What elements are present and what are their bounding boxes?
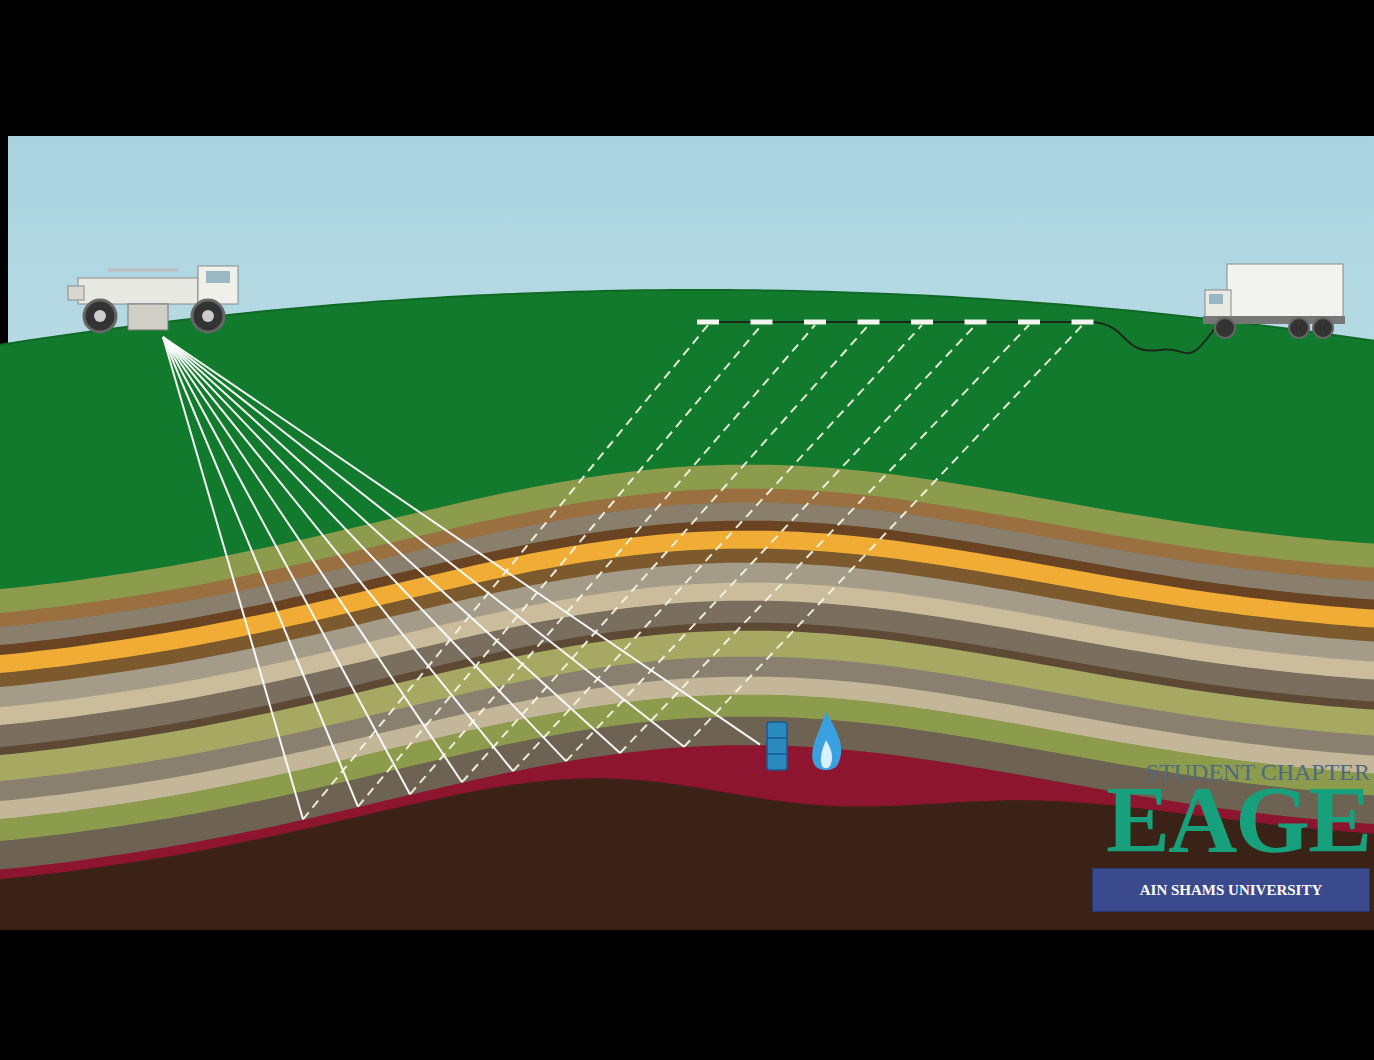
geophone: [911, 320, 933, 325]
reflected-ray: [303, 325, 708, 819]
geophone: [751, 320, 773, 325]
geophone: [1072, 320, 1094, 325]
geophone: [804, 320, 826, 325]
watermark-logo: EAGE: [1106, 772, 1370, 868]
geophone: [965, 320, 987, 325]
earth-surface: [0, 290, 1374, 930]
reflected-ray: [462, 325, 869, 782]
banner-text: AIN SHAMS UNIVERSITY: [1140, 882, 1323, 899]
hydrocarbon-icons: [767, 712, 841, 770]
geophone: [1018, 320, 1040, 325]
geophone-spread: [697, 320, 1215, 354]
incident-ray: [163, 337, 760, 745]
geophone: [858, 320, 880, 325]
rock-layer: [0, 717, 1374, 870]
ground-layers: [0, 290, 1374, 930]
geophone: [697, 320, 719, 325]
incident-ray: [163, 337, 358, 807]
incident-ray: [163, 337, 566, 761]
logo-banner: AIN SHAMS UNIVERSITY: [1092, 868, 1370, 912]
vibroseis-truck: [68, 266, 238, 332]
reflected-ray: [684, 325, 1083, 747]
incident-ray: [163, 337, 410, 794]
recording-cable: [1093, 322, 1216, 353]
recording-truck: [1203, 264, 1345, 338]
reflected-ray: [513, 325, 922, 771]
incident-ray: [163, 337, 462, 782]
incident-ray: [163, 337, 513, 771]
reflected-ray: [566, 325, 976, 761]
reflected-ray: [620, 325, 1029, 753]
incident-ray: [163, 337, 684, 747]
incident-ray: [163, 337, 620, 753]
seismic-rays: [163, 325, 1083, 819]
